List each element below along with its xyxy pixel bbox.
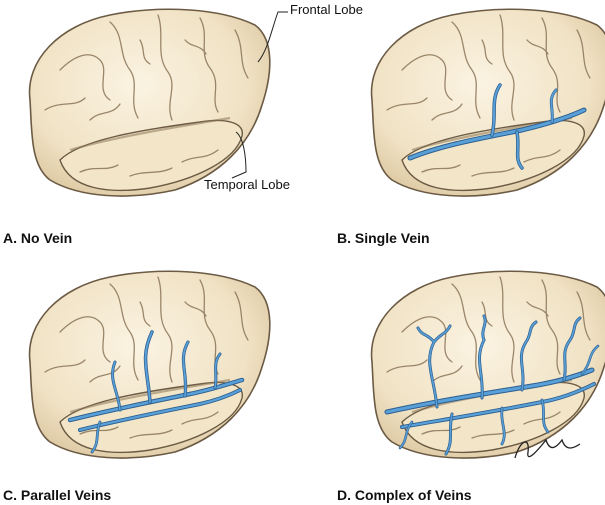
panel-a-brain	[28, 8, 271, 198]
signature-mark	[514, 438, 581, 459]
parallel-veins	[67, 330, 245, 454]
panel-d-brain	[370, 270, 605, 460]
panel-a-label: A. No Vein	[3, 230, 73, 246]
single-vein	[407, 83, 587, 170]
panel-c-label: C. Parallel Veins	[3, 487, 112, 503]
frontal-lobe-leader	[257, 11, 288, 63]
complex-veins	[384, 314, 600, 456]
temporal-lobe-label: Temporal Lobe	[204, 177, 290, 192]
panel-b-brain	[370, 8, 605, 198]
panel-c-brain	[28, 270, 271, 460]
panel-d-label: D. Complex of Veins	[337, 487, 472, 503]
frontal-lobe-label: Frontal Lobe	[290, 2, 363, 17]
temporal-lobe-leader	[231, 131, 247, 179]
panel-b-label: B. Single Vein	[337, 230, 430, 246]
